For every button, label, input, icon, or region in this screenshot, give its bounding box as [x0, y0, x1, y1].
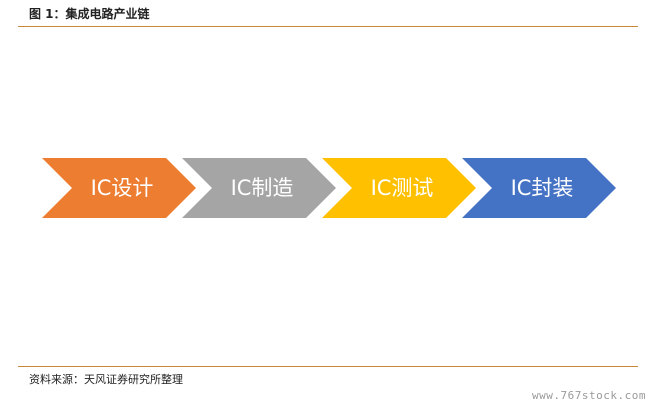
chain-step-label: IC设计 [91, 176, 154, 200]
chevron-shape [322, 158, 476, 218]
chain-step-label: IC测试 [371, 176, 434, 200]
chevron-shape [42, 158, 196, 218]
figure-title: 图 1：集成电路产业链 [29, 7, 150, 21]
chain-step-ic-testing: IC测试 [322, 158, 476, 218]
chain-step-ic-manufacturing: IC制造 [182, 158, 336, 218]
chevron-shape [462, 158, 616, 218]
chain-step-ic-packaging: IC封装 [462, 158, 616, 218]
source-note: 资料来源：天风证券研究所整理 [29, 373, 183, 386]
watermark-text: www.767stock.com [532, 389, 646, 402]
chain-step-ic-design: IC设计 [42, 158, 196, 218]
chain-step-label: IC制造 [231, 176, 294, 200]
bottom-divider [18, 366, 638, 367]
top-divider [18, 26, 638, 27]
chain-step-label: IC封装 [511, 176, 574, 200]
chevron-shape [182, 158, 336, 218]
